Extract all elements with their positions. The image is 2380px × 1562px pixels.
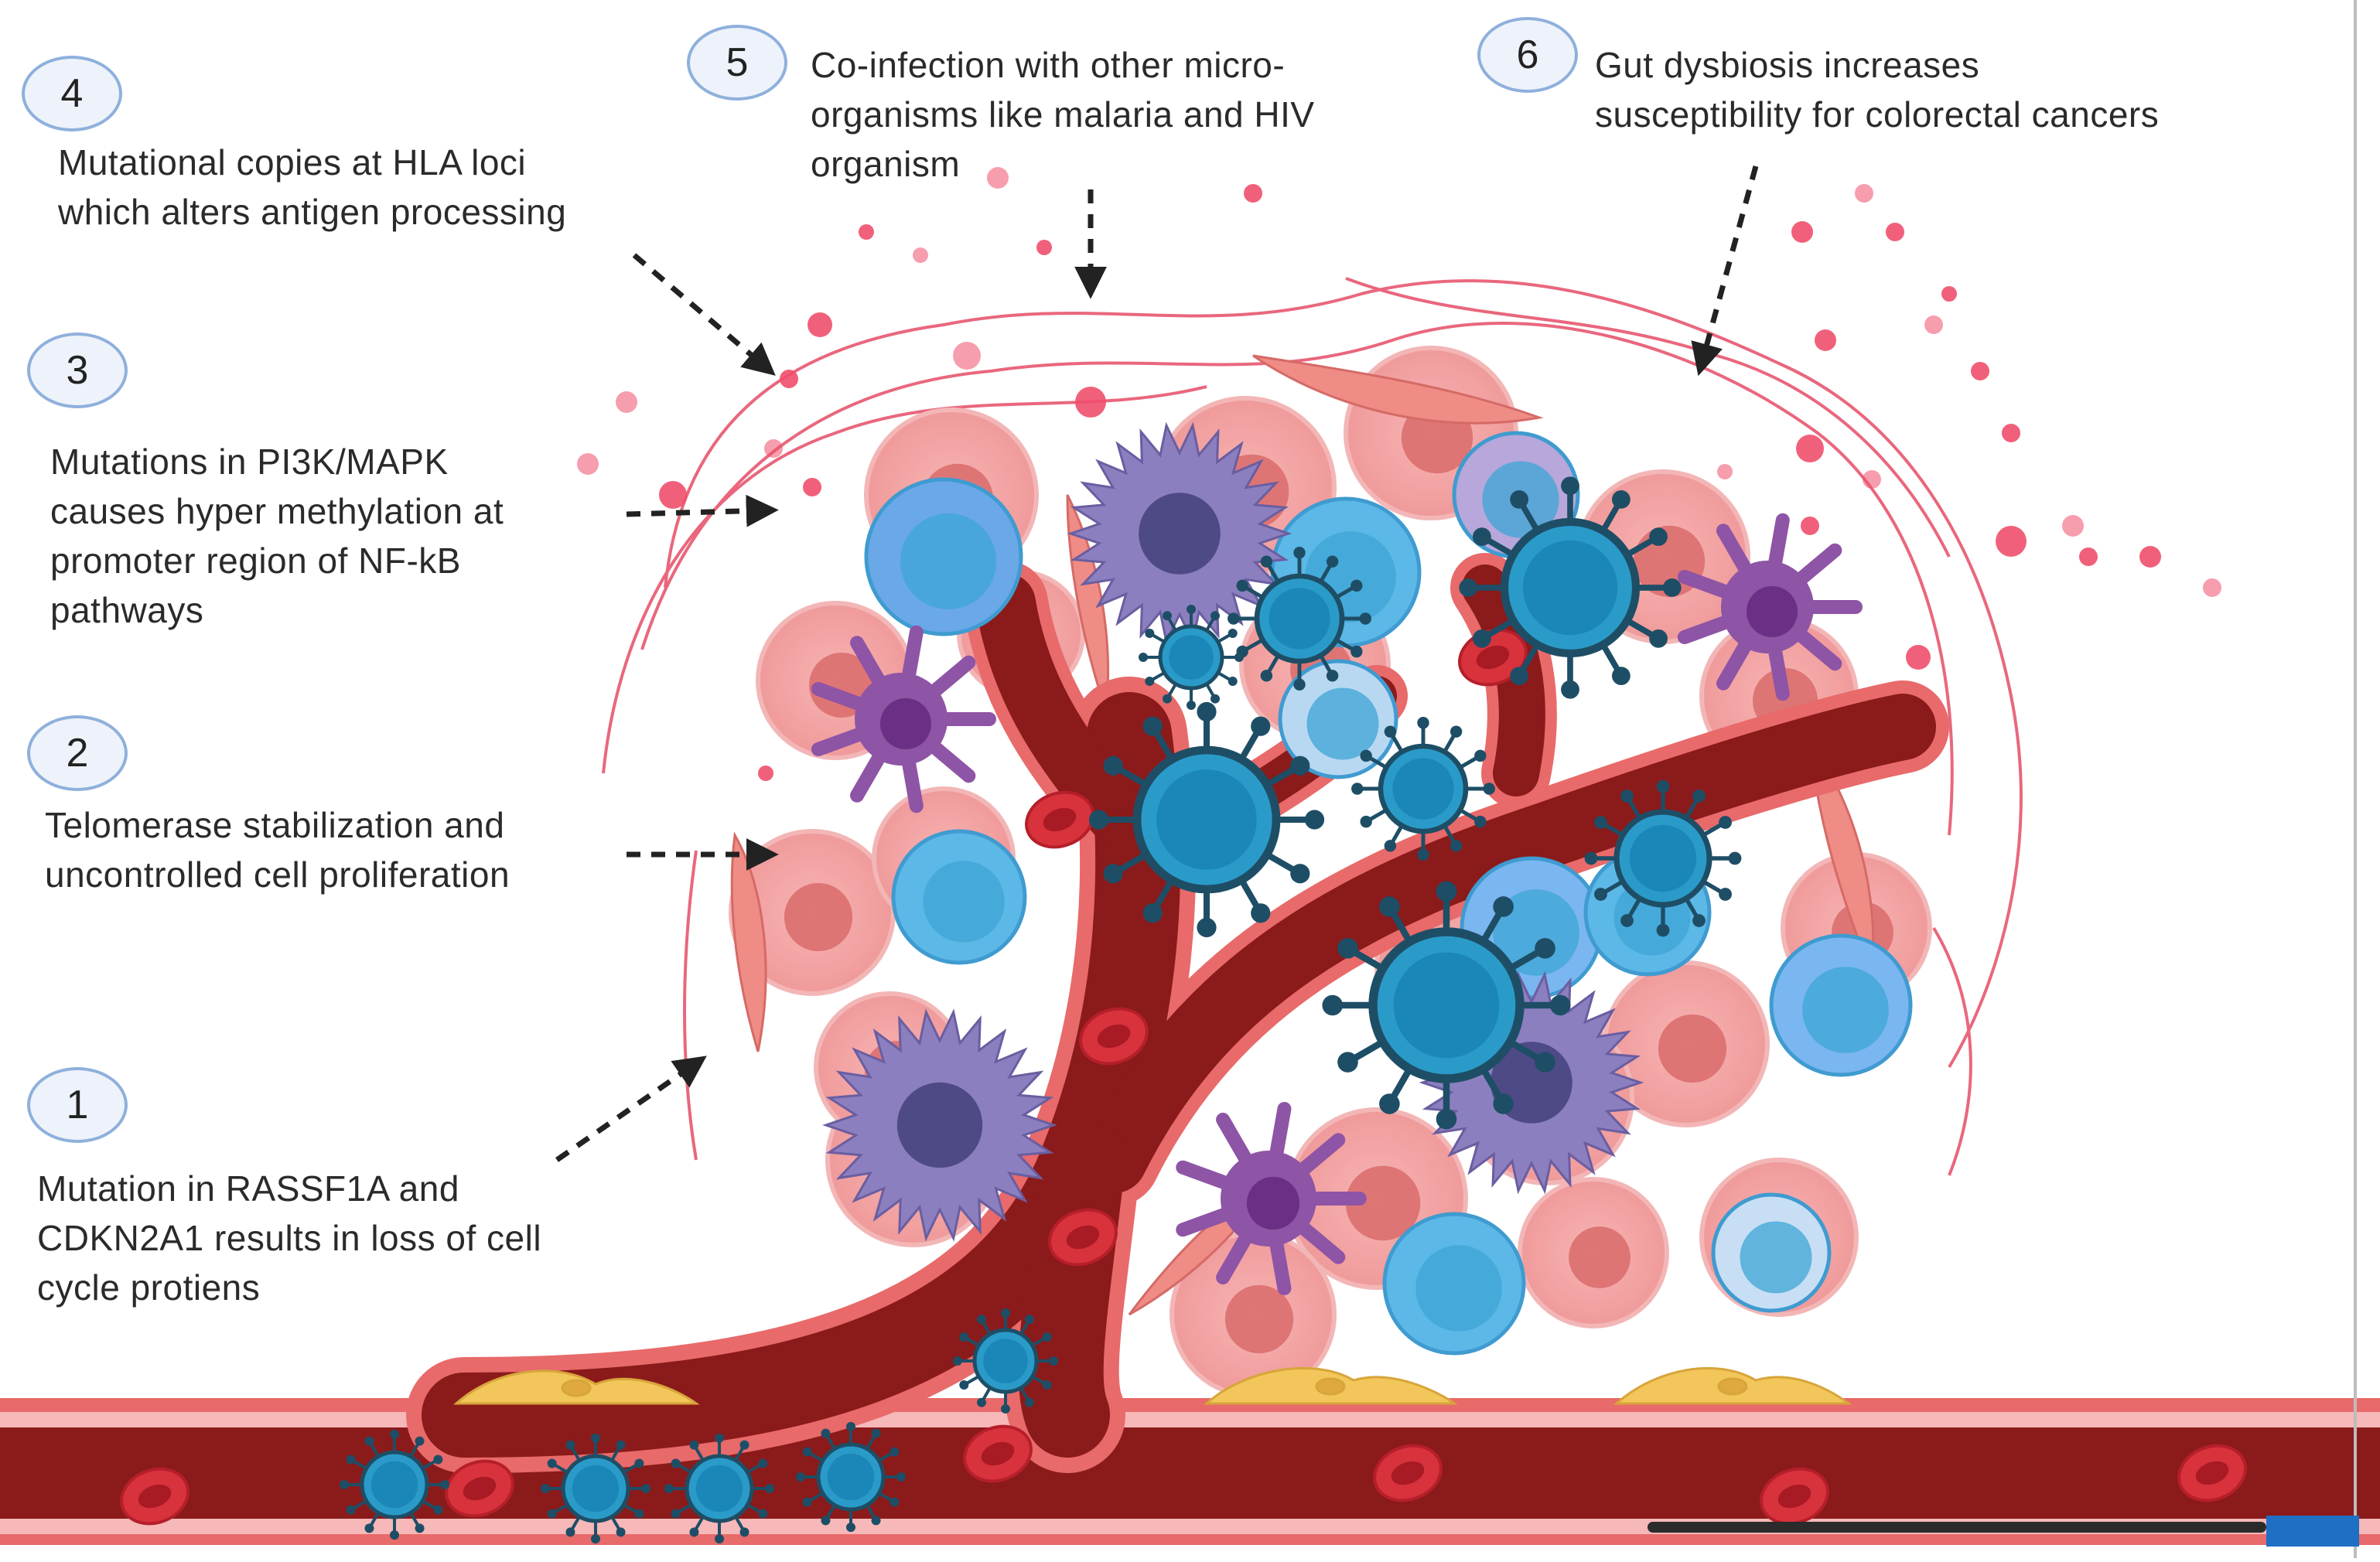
dot [859, 224, 874, 240]
dot [1855, 184, 1873, 203]
scrollbar-thumb[interactable] [2266, 1516, 2359, 1547]
dot [2079, 547, 2098, 566]
dot [616, 391, 637, 413]
red-blood-cell-icon [120, 1467, 190, 1526]
step-badge-4: 4 [22, 56, 122, 131]
red-blood-cell-icon [1760, 1467, 1829, 1526]
dot [577, 453, 599, 475]
dendritic-cell-icon [1677, 513, 1863, 701]
lymphocyte-icon [864, 477, 1023, 636]
dot [1244, 184, 1262, 203]
annotation-5-text: Co-infection with other micro- organisms… [811, 45, 1315, 184]
virus-icon [1351, 717, 1495, 861]
dot [758, 766, 773, 781]
red-blood-cell-group [120, 628, 2247, 1526]
arrow-3 [626, 494, 779, 527]
dot [913, 247, 928, 263]
dot [808, 312, 832, 337]
dot [780, 370, 798, 388]
annotation-2-text: Telomerase stabilization and uncontrolle… [45, 805, 510, 895]
arrow-6 [1691, 165, 1759, 377]
dot [1036, 240, 1052, 255]
red-blood-cell-icon [1373, 1444, 1443, 1502]
annotation-3-text: Mutations in PI3K/MAPK causes hyper meth… [50, 442, 504, 630]
virus-icon [540, 1433, 651, 1544]
dot [987, 167, 1009, 189]
virus-icon [795, 1421, 907, 1533]
macrophage-icon [822, 1008, 1057, 1242]
scattered-dots [577, 167, 2221, 781]
tumor-cell-icon [729, 829, 896, 996]
lymphocyte-icon [1382, 1212, 1526, 1356]
dot [764, 439, 783, 458]
virus-icon [1088, 701, 1325, 938]
dot [659, 481, 687, 509]
dot [1996, 526, 2027, 557]
dot [1941, 286, 1957, 302]
dot [1924, 315, 1943, 334]
dot [1863, 470, 1881, 489]
annotation-arrows [555, 165, 1759, 1162]
dendritic-cell-group [811, 513, 1863, 1296]
dot [1796, 435, 1824, 462]
lymphocyte-group [864, 431, 1913, 1356]
dendritic-cell-icon [811, 625, 996, 813]
red-blood-cell-icon [2177, 1444, 2247, 1502]
dot [803, 478, 821, 496]
virus-icon [1459, 476, 1682, 699]
virus-icon [664, 1433, 775, 1544]
virus-icon [339, 1429, 450, 1540]
dot [1886, 223, 1904, 241]
step-badge-1: 1 [27, 1067, 128, 1143]
dendritic-cell-icon [1176, 1101, 1367, 1296]
virus-icon [1139, 605, 1244, 710]
dot [1075, 387, 1106, 418]
lymphocyte-icon [1278, 659, 1398, 779]
dot [1791, 221, 1813, 243]
dot [1801, 517, 1819, 535]
tumor-cell-icon [1518, 1177, 1669, 1328]
red-blood-cell-icon [1048, 1208, 1118, 1267]
dot [2002, 424, 2020, 442]
dot [1971, 362, 1989, 380]
virus-icon [953, 1308, 1058, 1414]
macrophage-icon [1067, 421, 1292, 646]
annotation-1-text: Mutation in RASSF1A and CDKN2A1 results … [37, 1168, 542, 1308]
dot [1906, 645, 1931, 670]
arrow-1 [555, 1056, 707, 1162]
step-badge-5: 5 [687, 25, 787, 101]
lymphocyte-icon [1769, 933, 1913, 1077]
step-badge-2: 2 [27, 715, 128, 791]
lymphocyte-icon [891, 829, 1027, 965]
arrow-4 [632, 253, 776, 376]
step-badge-6: 6 [1477, 17, 1578, 93]
virus-icon [1584, 779, 1742, 937]
virus-group [339, 476, 1742, 1544]
blood-vessel-network [0, 553, 2380, 1545]
annotation-4-text: Mutational copies at HLA loci which alte… [58, 142, 567, 232]
dot [2203, 578, 2221, 597]
red-blood-cell-icon [445, 1459, 514, 1518]
dot [953, 342, 981, 370]
lymphocyte-icon [1711, 1192, 1832, 1313]
dot [2062, 515, 2084, 537]
dot [1717, 464, 1733, 479]
annotation-6-text: Gut dysbiosis increases susceptibility f… [1595, 45, 2160, 135]
dot [1815, 329, 1836, 351]
red-blood-cell-icon [1079, 1007, 1149, 1066]
fibrous-strands [602, 277, 2023, 1176]
step-badge-3: 3 [27, 333, 128, 408]
adipocyte-icon [453, 1366, 1852, 1405]
horizontal-scrollbar[interactable] [1648, 1522, 2266, 1533]
red-blood-cell-icon [1025, 790, 1094, 849]
frame-border [2354, 0, 2357, 1558]
virus-icon [1228, 547, 1371, 691]
virus-icon [1322, 881, 1571, 1130]
red-blood-cell-icon [963, 1424, 1033, 1483]
dot [2139, 546, 2161, 568]
